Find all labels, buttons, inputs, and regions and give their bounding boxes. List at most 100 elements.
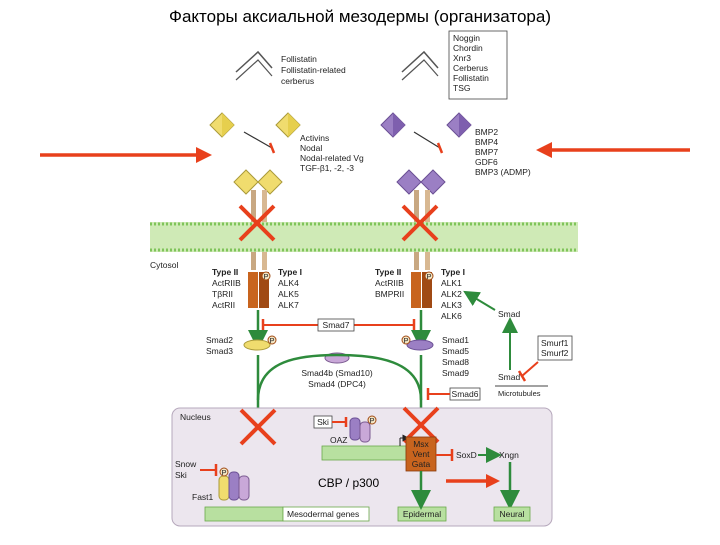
type2-left-0: ActRIIB (212, 278, 241, 288)
smurf-box (537, 335, 573, 361)
type2-right-1: BMPRII (375, 289, 404, 299)
tf-0: Msx (413, 439, 429, 449)
inhibitor-box-right (448, 30, 508, 100)
red-x-left-nucleus (239, 408, 277, 446)
inhibitor-right-5: TSG (453, 83, 470, 93)
inhibitor-claw-left-a (235, 50, 273, 73)
smad1589-1: Smad5 (442, 346, 469, 356)
cytosol-label: Cytosol (150, 260, 178, 270)
svg-text:P: P (403, 336, 408, 345)
ligand-left-2: Nodal-related Vg (300, 153, 364, 163)
oaz-gene-bar (321, 445, 407, 461)
phospho-receptor-right (424, 271, 434, 281)
inhibitor-claw-left-b (235, 59, 273, 81)
smad1589-2: Smad8 (442, 357, 469, 367)
smad4-0: Smad4b (Smad10) (301, 368, 373, 378)
snow-label: Snow (175, 459, 197, 469)
smad-complex-arc (256, 353, 423, 401)
svg-text:P: P (221, 468, 226, 477)
receptor-right-kinase-a (411, 272, 421, 308)
receptor-left-kinase-b (259, 272, 269, 308)
inhibitor-left-0: Follistatin (281, 54, 317, 64)
oaz-label: OAZ (330, 435, 347, 445)
svg-text:P: P (369, 416, 374, 425)
receptor-left-kinase-a (248, 272, 258, 308)
ligand-diamond-right-a (380, 112, 406, 138)
type1-header-left: Type I (278, 267, 302, 277)
neural-gene-box (493, 506, 531, 522)
type2-header-right: Type II (375, 267, 401, 277)
smad23-0: Smad2 (206, 335, 233, 345)
ligand-left-1: Nodal (300, 143, 322, 153)
ski-left-label: Ski (175, 470, 187, 480)
svg-text:P: P (263, 272, 268, 281)
ligand-right-4: BMP3 (ADMP) (475, 167, 531, 177)
smad1589-0: Smad1 (442, 335, 469, 345)
fast1-smad-complex: P (218, 467, 250, 501)
tf-2: Gata (412, 459, 431, 469)
type1-left-1: ALK5 (278, 289, 299, 299)
phospho-receptor-left (261, 271, 271, 281)
bound-ligand-left (233, 169, 283, 195)
ligand-right-2: BMP7 (475, 147, 498, 157)
type1-right-1: ALK2 (441, 289, 462, 299)
type1-right-0: ALK1 (441, 278, 462, 288)
inhibitor-right-1: Chordin (453, 43, 483, 53)
smurf-0: Smurf1 (541, 338, 569, 348)
inhibitor-right-2: Xnr3 (453, 53, 471, 63)
type2-left-1: TβRII (212, 289, 233, 299)
type1-right-2: ALK3 (441, 300, 462, 310)
inhibitor-right-4: Follistatin (453, 73, 489, 83)
red-x-right-membrane (401, 204, 439, 242)
smad1589-protein (406, 339, 434, 351)
receptor-right-kinase-b (422, 272, 432, 308)
inhibitor-left-1: Follistatin-related (281, 65, 346, 75)
type1-header-right: Type I (441, 267, 465, 277)
ligand-left-0: Activins (300, 133, 329, 143)
soxd-label: SoxD (456, 450, 477, 460)
nucleus-label: Nucleus (180, 412, 211, 422)
cbp-label: CBP / p300 (318, 476, 379, 490)
xngn-label: Xngn (499, 450, 519, 460)
epidermal-label: Epidermal (403, 509, 441, 519)
red-x-right-nucleus (402, 406, 440, 444)
microtubules-label: Microtubules (498, 389, 541, 398)
inhibitor-right-0: Noggin (453, 33, 480, 43)
inhibitor-right-3: Cerberus (453, 63, 488, 73)
svg-text:P: P (426, 272, 431, 281)
mesoderm-gene-label-box (282, 506, 370, 522)
tf-1: Vent (412, 449, 430, 459)
type2-header-left: Type II (212, 267, 238, 277)
phospho-smad23 (267, 335, 277, 345)
ligand-diamond-right-b (446, 112, 472, 138)
type1-left-0: ALK4 (278, 278, 299, 288)
green-arrow-smad-to-alk (463, 290, 496, 311)
smad6-label: Smad6 (452, 389, 479, 399)
type1-left-2: ALK7 (278, 300, 299, 310)
ligand-right-1: BMP4 (475, 137, 498, 147)
ligand-right-3: GDF6 (475, 157, 498, 167)
neural-label: Neural (499, 509, 524, 519)
ligand-left-3: TGF-β1, -2, -3 (300, 163, 354, 173)
smad-right-b: Smad (498, 372, 520, 382)
inhibitor-claw-right-b (401, 59, 439, 81)
ligand-diamond-left-a (209, 112, 235, 138)
ligand-right-0: BMP2 (475, 127, 498, 137)
type2-left-2: ActRII (212, 300, 235, 310)
inhibitor-left-2: cerberus (281, 76, 314, 86)
bound-ligand-right (396, 169, 446, 195)
smurf-1: Smurf2 (541, 348, 569, 358)
phospho-smad1589 (401, 335, 411, 345)
mesoderm-genes-label: Mesodermal genes (287, 509, 359, 519)
inhibitor-claw-right-a (401, 50, 439, 73)
ligand-diamond-left-b (275, 112, 301, 138)
tf-box (405, 436, 437, 472)
oaz-smad-complex: P (349, 415, 377, 443)
mesoderm-gene-bar (204, 506, 284, 522)
smad7-label: Smad7 (323, 320, 350, 330)
ski-label: Ski (317, 417, 329, 427)
smad7-box (317, 318, 355, 332)
fast1-label: Fast1 (192, 492, 214, 502)
smad23-protein (243, 339, 271, 351)
